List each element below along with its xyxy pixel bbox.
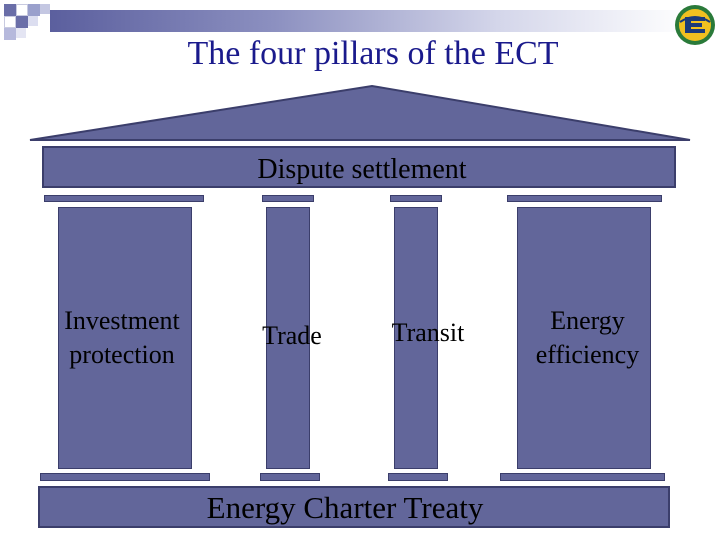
pillar-capital [44, 195, 204, 202]
foundation [38, 486, 670, 528]
slide-title: The four pillars of the ECT [187, 35, 559, 72]
header-gradient-bar [50, 10, 690, 32]
pillar-capital [262, 195, 314, 202]
pillar-label-line: Transit [391, 318, 465, 347]
decorative-square [28, 4, 40, 16]
entablature [42, 146, 676, 188]
decorative-square [4, 4, 16, 16]
pillar-label-energy-efficiency: Energy efficiency [500, 304, 675, 372]
pillar-label-investment-protection: Investment protection [32, 304, 212, 372]
decorative-square [28, 16, 38, 26]
pillar-energy-efficiency [517, 207, 651, 469]
energy-charter-treaty-label: Energy Charter Treaty [206, 490, 484, 525]
decorative-square [16, 28, 26, 38]
pillar-trade [266, 207, 310, 469]
pillar-label-trade: Trade [232, 319, 352, 353]
pillar-label-line: Energy [550, 306, 625, 335]
pillar-base [500, 473, 665, 481]
pillar-label-line: Trade [262, 321, 322, 350]
pillar-investment-protection [58, 207, 192, 469]
decorative-square [16, 4, 28, 16]
roof [29, 84, 691, 141]
dispute-settlement-label: Dispute settlement [257, 154, 467, 185]
pillar-capital [507, 195, 662, 202]
energy-charter-logo-icon [672, 2, 718, 48]
pillar-label-line: Investment [64, 306, 180, 335]
pillar-label-line: protection [69, 340, 175, 369]
decorative-square [40, 4, 50, 14]
pillar-capital [390, 195, 442, 202]
pillar-label-line: efficiency [535, 340, 640, 369]
pillar-base [40, 473, 210, 481]
pillar-base [260, 473, 320, 481]
decorative-square [4, 16, 16, 28]
pillar-base [388, 473, 448, 481]
decorative-square [16, 16, 28, 28]
pillar-label-transit: Transit [368, 316, 488, 350]
pillar-transit [394, 207, 438, 469]
decorative-square [4, 28, 16, 40]
